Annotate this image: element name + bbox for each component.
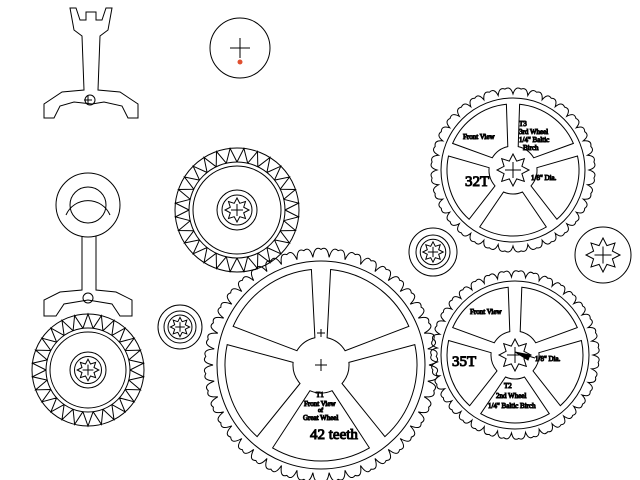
wheel-t3-spoke-window — [451, 103, 509, 159]
wheel-t3-spoke-window — [446, 155, 496, 221]
wheel-t2-spoke-window — [452, 286, 511, 344]
center-crosshair — [231, 204, 243, 216]
t3-front-view: Front View — [463, 133, 495, 141]
pendulum-top-inner — [69, 186, 107, 224]
center-crosshair — [82, 364, 94, 376]
wheel-t1-spoke-window — [341, 343, 418, 438]
small-pinion-c — [574, 226, 632, 284]
pendulum-top-arc — [65, 200, 111, 216]
t2-front-view: Front View — [470, 308, 502, 316]
wheel-t3-spoke-window — [517, 103, 575, 159]
wheel-t2-spoke-window — [519, 286, 578, 344]
lower-ratchet-hub-inner — [74, 356, 102, 384]
ratchet-wheel-pinion — [223, 196, 251, 224]
center-crosshair — [317, 329, 325, 337]
wheel-t3-teeth — [430, 87, 596, 253]
t3-pinion-dia: 1/8" Dia. — [531, 174, 557, 182]
wheel-t2-spoke-window — [532, 339, 584, 407]
small-pinion-b — [408, 227, 458, 277]
wheel-t1-spoke-window — [232, 268, 316, 352]
wheel-t1-spoke-window — [326, 268, 410, 352]
wheel-t2-pinion — [497, 337, 533, 373]
small-pinion-a-hub-inner — [167, 314, 193, 340]
wheel-t3-spoke-window — [478, 191, 548, 237]
small-pinion-a-hub — [163, 310, 197, 344]
small-pinion-b-pinion — [421, 240, 445, 264]
wheel-t1-spoke-window — [271, 390, 371, 462]
pendulum-top-circle — [55, 172, 121, 238]
ratchet-wheel-hub — [216, 189, 258, 231]
marker-dot — [237, 59, 243, 65]
t2-pinion-dia: 1/8" Dia. — [535, 355, 561, 363]
ratchet-wheel-ratchet-teeth — [173, 146, 301, 274]
t3-teeth-label: 32T — [465, 174, 489, 190]
lower-ratchet-ratchet-teeth — [30, 312, 146, 428]
small-pinion-b-hub-inner — [419, 238, 447, 266]
center-crosshair — [315, 359, 327, 371]
escapement-anchor — [43, 7, 139, 119]
pendulum-crutch — [43, 236, 133, 317]
wheel-t2-spoke-window — [446, 339, 498, 407]
ratchet-wheel-hub-ring — [192, 165, 282, 255]
center-crosshair — [594, 246, 612, 264]
t1-front-view: Front View — [304, 400, 336, 408]
wheel-t3-pinion — [495, 152, 531, 188]
center-crosshair — [505, 162, 521, 178]
ratchet-wheel-hub-inner — [221, 194, 253, 226]
wheel-t3-rim — [440, 97, 586, 243]
t1-of: of — [318, 407, 323, 414]
ratchet-wheel-outer — [174, 147, 300, 273]
crutch-pivot — [82, 292, 94, 304]
crosshair — [230, 38, 250, 58]
lower-ratchet-hub — [69, 351, 107, 389]
wheel-t2-rim — [440, 280, 590, 430]
small-pinion-b-hub — [415, 234, 451, 270]
lower-ratchet-ring — [49, 331, 127, 409]
wheel-t3-spoke-window — [530, 155, 580, 221]
t2-id: T2 — [504, 382, 512, 390]
wheel-t1-rim — [216, 260, 426, 470]
t2-name: 2nd Wheel — [496, 392, 526, 400]
small-pinion-a — [157, 304, 203, 350]
t1-id: T1 — [316, 391, 324, 399]
anchor-pivot — [84, 94, 96, 106]
wheel-t2-spoke-window — [479, 376, 551, 424]
center-crosshair — [427, 246, 439, 258]
wheel-t2-teeth — [430, 270, 600, 440]
t3-material-1: 1/4" Baltic — [519, 136, 549, 144]
wheel-t1-spoke-window — [224, 343, 301, 438]
small-pinion-a-pinion — [169, 316, 191, 338]
t3-id: T3 — [519, 120, 527, 128]
wheel-t1-teeth — [203, 247, 439, 480]
t3-name: 3rd Wheel — [519, 128, 548, 136]
t3-material-2: Birch — [523, 144, 539, 152]
t1-teeth-label: 42 teeth — [310, 427, 358, 443]
center-crosshair — [175, 322, 185, 332]
t1-name: Great Wheel — [303, 414, 338, 422]
hand-arbor-circle — [209, 17, 271, 79]
small-pinion-c-pinion — [584, 236, 622, 274]
leader-arrow — [514, 351, 536, 361]
t2-material: 1/4" Baltic Birch — [488, 402, 536, 410]
lower-ratchet-pinion — [76, 358, 100, 382]
t2-teeth-label: 35T — [452, 354, 476, 370]
